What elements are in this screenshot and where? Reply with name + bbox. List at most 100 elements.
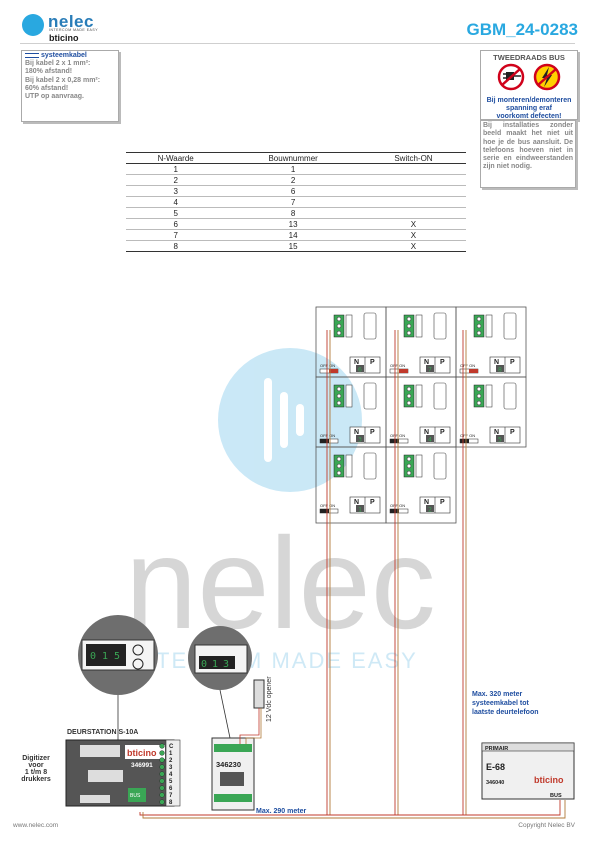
table-cell: 3 bbox=[126, 185, 226, 197]
no-voltage-icon bbox=[533, 63, 561, 91]
digitizer-label: Digitizer voor 1 t/m 8 drukkers bbox=[21, 755, 51, 783]
terminal-screw-icon bbox=[159, 750, 165, 756]
terminal-label: 8 bbox=[169, 800, 173, 806]
terminal-screw-icon bbox=[336, 386, 342, 392]
table-cell: 7 bbox=[225, 196, 361, 208]
np-label-p: P bbox=[440, 429, 445, 436]
handset-icon bbox=[503, 382, 517, 410]
terminal-label: 2 bbox=[169, 758, 173, 764]
terminal-screw-icon bbox=[406, 400, 412, 406]
door-opener bbox=[239, 679, 265, 744]
terminal-screw-icon bbox=[406, 323, 412, 329]
door-station-label: DEURSTATION S-10A bbox=[67, 729, 139, 736]
np-label-p: P bbox=[510, 429, 515, 436]
table-cell: 6 bbox=[225, 185, 361, 197]
terminal-screw-icon bbox=[476, 330, 482, 336]
terminal-screw-icon bbox=[336, 456, 342, 462]
zoom2-digit: 0 bbox=[201, 659, 207, 670]
riser-wires bbox=[139, 330, 566, 819]
n-value-display bbox=[496, 365, 504, 372]
table-cell: 14 bbox=[225, 229, 361, 241]
table-cell: 1 bbox=[225, 163, 361, 175]
unit-label-strip bbox=[415, 314, 423, 338]
terminal-label: 4 bbox=[169, 772, 173, 778]
terminal-label: 3 bbox=[169, 765, 173, 771]
terminal-screw-icon bbox=[336, 463, 342, 469]
terminal-screw-icon bbox=[159, 792, 165, 798]
unit-label-strip bbox=[415, 454, 423, 478]
watermark-subtext: INTERCOM MADE EASY bbox=[130, 648, 418, 673]
psu-code: 346230 bbox=[216, 760, 241, 769]
n-value-display bbox=[426, 505, 434, 512]
terminal-screw-icon bbox=[159, 764, 165, 770]
switch-label: OFF ON bbox=[320, 503, 335, 508]
door-station-code: 346991 bbox=[131, 762, 153, 769]
header-divider bbox=[20, 43, 575, 44]
n-value-display bbox=[426, 435, 434, 442]
terminal-screw-icon bbox=[406, 386, 412, 392]
terminal-screw-icon bbox=[159, 757, 165, 763]
dip-switch-knob bbox=[469, 369, 478, 373]
np-label-n: N bbox=[354, 499, 359, 506]
n-value-display bbox=[356, 365, 364, 372]
rotary-switch-icon bbox=[132, 658, 144, 670]
terminal-screw-icon bbox=[159, 778, 165, 784]
switch-label: OFF ON bbox=[460, 363, 475, 368]
handset-icon bbox=[363, 382, 377, 410]
e68-bus-label: BUS bbox=[550, 793, 562, 799]
terminal-screw-icon bbox=[159, 743, 165, 749]
terminal-screw-icon bbox=[476, 316, 482, 322]
rotary-switch-icon bbox=[132, 644, 144, 656]
table-cell: 7 bbox=[126, 229, 226, 241]
switch-label: OFF ON bbox=[320, 433, 335, 438]
max-320-label: Max. 320 meter systeemkabel tot laatste … bbox=[472, 691, 539, 716]
table-cell: X bbox=[360, 218, 466, 230]
unit-label-strip bbox=[345, 454, 353, 478]
np-label-n: N bbox=[424, 359, 429, 366]
unit-n-value: 4 bbox=[428, 436, 432, 444]
zoom1-digit: 1 bbox=[102, 651, 108, 662]
zoom-callout-door: 0 1 5 bbox=[78, 615, 158, 743]
handset-icon bbox=[433, 382, 447, 410]
unit-n-value: 6 bbox=[358, 366, 362, 374]
logo-subtitle: INTERCOM MADE EASY bbox=[49, 28, 99, 32]
terminal-screw-icon bbox=[476, 393, 482, 399]
table-cell bbox=[360, 185, 466, 197]
zoom1-digit: 0 bbox=[90, 651, 96, 662]
watermark: nelec INTERCOM MADE EASY bbox=[125, 348, 436, 673]
terminal-label: 7 bbox=[169, 793, 173, 799]
unit-n-value: 8 bbox=[498, 366, 502, 374]
cable-note-box: systeemkabel Bij kabel 2 x 1 mm²: 180% a… bbox=[21, 50, 119, 122]
bticino-logo: bticino bbox=[49, 33, 79, 43]
np-label-p: P bbox=[440, 359, 445, 366]
terminal-screw-icon bbox=[406, 330, 412, 336]
terminal-label: C bbox=[169, 744, 174, 750]
terminal-screw-icon bbox=[336, 400, 342, 406]
zoom-callout-psu: 0 1 3 bbox=[188, 626, 252, 739]
unit-n-value: 1 bbox=[358, 506, 362, 514]
table-cell: 1 bbox=[126, 163, 226, 175]
footer-copyright: Copyright Nelec BV bbox=[518, 822, 575, 829]
table-cell bbox=[360, 174, 466, 186]
terminal-label: 6 bbox=[169, 786, 173, 792]
column-header: Switch-ON bbox=[360, 152, 466, 164]
np-label-p: P bbox=[370, 429, 375, 436]
footer-website: www.nelec.com bbox=[13, 822, 59, 829]
np-label-p: P bbox=[440, 499, 445, 506]
terminal-screw-icon bbox=[406, 470, 412, 476]
column-header: Bouwnummer bbox=[225, 152, 361, 164]
table-header-row: N-Waarde Bouwnummer Switch-ON bbox=[126, 152, 466, 164]
n-value-display bbox=[496, 435, 504, 442]
e68-power-unit: PRIMAIR E-68 346040 bticino BUS bbox=[481, 742, 575, 800]
terminal-screw-icon bbox=[406, 393, 412, 399]
dip-switch-knob bbox=[320, 509, 329, 513]
cable-note-line: Bij kabel 2 x 0,28 mm²: bbox=[25, 76, 101, 84]
